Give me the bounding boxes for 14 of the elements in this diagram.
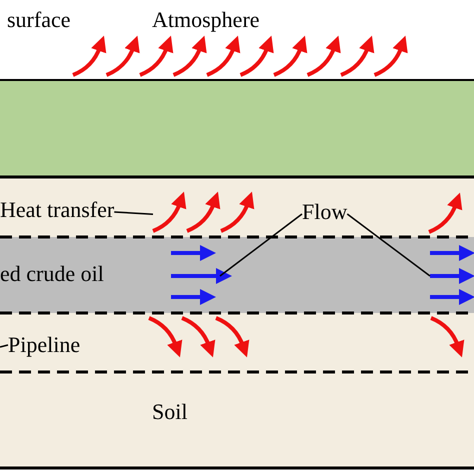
- flow-arrow: [430, 268, 474, 284]
- layer-label: Soil: [152, 400, 188, 424]
- leader-line: [346, 213, 430, 277]
- layer-label: surface: [7, 8, 71, 32]
- heat-arrow: [152, 192, 186, 233]
- callout-label: Flow: [302, 200, 348, 224]
- callout-label: Pipeline: [8, 333, 80, 357]
- leader-line: [0, 344, 8, 348]
- leader-line: [114, 211, 154, 215]
- layer-label: ed crude oil: [0, 262, 104, 286]
- leader-line: [220, 213, 302, 277]
- layer-label: Atmosphere: [152, 8, 260, 32]
- flow-arrow: [171, 268, 232, 284]
- callout-label: Heat transfer: [0, 198, 114, 222]
